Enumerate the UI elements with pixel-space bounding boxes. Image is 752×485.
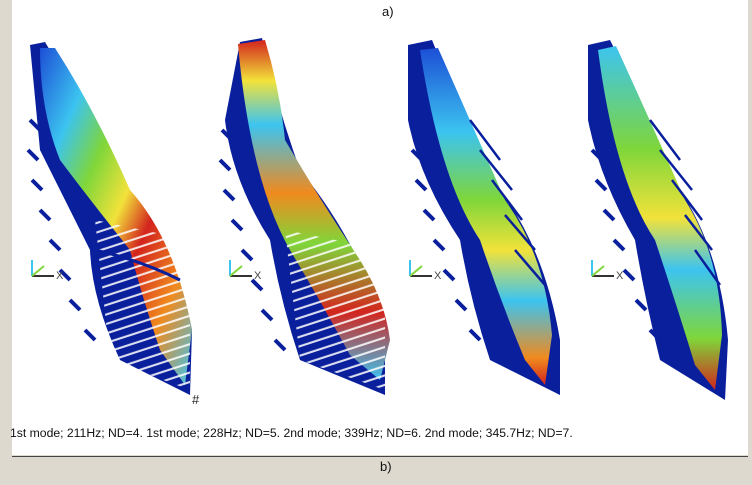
svg-text:X: X [254,270,262,282]
figure-caption: 1st mode; 211Hz; ND=4. 1st mode; 228Hz; … [10,426,573,440]
bottom-divider [12,456,748,457]
mode-shape-1 [26,42,192,395]
axis-triad-3: X [409,260,442,282]
mode-shape-4 [588,40,728,400]
panel-a-label: a) [382,4,394,19]
hash-mark: # [192,392,200,407]
svg-text:X: X [56,270,64,282]
panel-b-label: b) [380,459,392,474]
svg-text:X: X [616,270,624,282]
axis-triad-2: X [229,260,262,282]
axis-triad-1: X [31,260,64,282]
axis-triad-4: X [591,260,624,282]
mode-shape-3 [408,40,560,395]
svg-text:X: X [434,270,442,282]
mode-shape-2 [218,38,390,395]
mode-shapes-figure: X X X X [26,38,728,400]
